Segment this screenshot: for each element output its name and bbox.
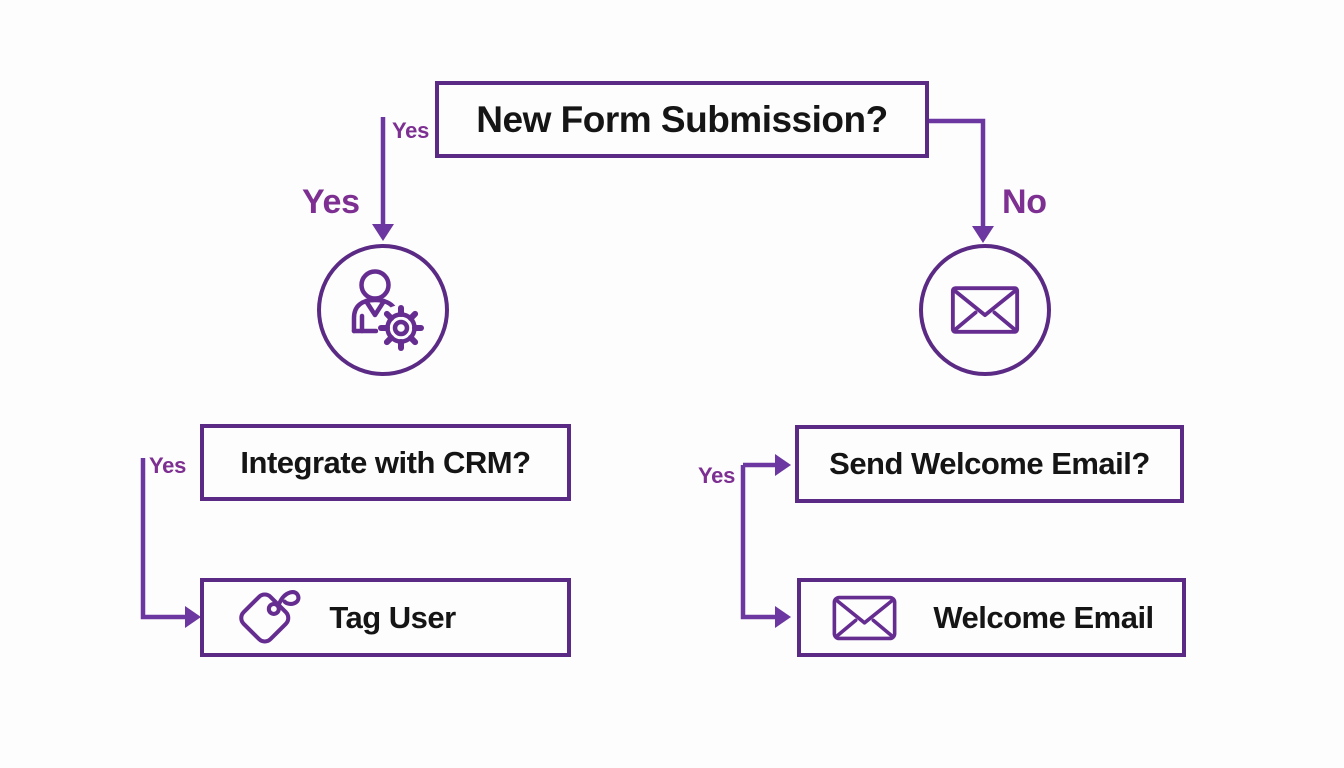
arrowhead-right-tag [185,606,201,628]
node-new-form-submission: New Form Submission? [435,81,929,158]
edge-send-yes-connector [740,462,775,620]
node-new-form-submission-label: New Form Submission? [476,98,888,140]
tag-icon [239,589,301,644]
node-send-welcome-email-question-label: Send Welcome Email? [829,446,1150,481]
node-integrate-with-crm: Integrate with CRM? [200,424,571,501]
edge-label-send-yes: Yes [698,463,736,488]
envelope-icon [832,595,897,640]
edge-label-root-yes-small: Yes [392,118,430,143]
node-welcome-email-label: Welcome Email [933,599,1154,635]
arrowhead-right-welcome [775,606,791,628]
node-send-welcome-email-question: Send Welcome Email? [795,425,1184,503]
node-tag-user: Tag User [200,578,571,657]
arrowhead-down-right [972,226,994,243]
edge-root-no-connector [928,118,986,227]
edge-label-root-yes-big: Yes [302,183,360,221]
node-integrate-with-crm-label: Integrate with CRM? [240,444,531,480]
node-email-circle [919,244,1051,376]
envelope-icon [950,286,1020,334]
edge-crm-yes-connector [140,458,185,620]
user-gear-icon [351,269,424,351]
node-welcome-email: Welcome Email [797,578,1186,657]
arrowhead-down-left [372,224,394,241]
edge-label-crm-yes: Yes [149,453,187,478]
node-tag-user-label: Tag User [329,599,456,635]
arrowhead-right-send [775,454,791,476]
node-user-settings-circle [317,244,449,376]
edge-label-root-no: No [1002,183,1047,221]
